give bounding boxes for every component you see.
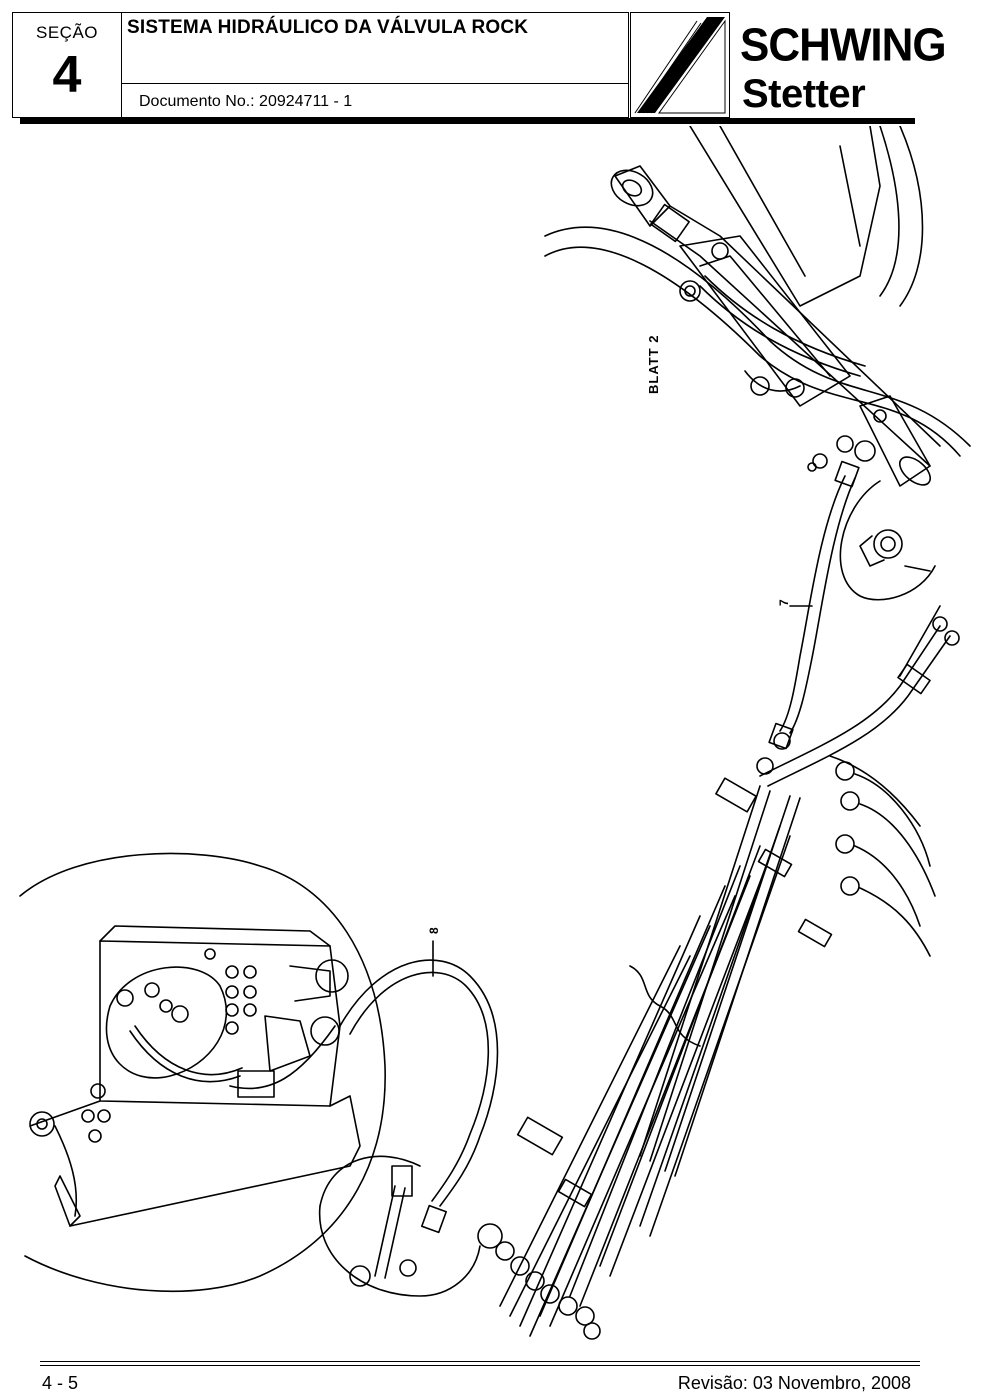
pump-block bbox=[19, 852, 386, 1293]
section-number: 4 bbox=[52, 46, 82, 104]
document-title: SISTEMA HIDRÁULICO DA VÁLVULA ROCK bbox=[127, 17, 529, 38]
hose-7 bbox=[768, 453, 860, 750]
section-cell: SEÇÃO 4 bbox=[13, 13, 122, 117]
rock-valve-cylinder bbox=[610, 126, 941, 487]
logo-stripes-icon bbox=[630, 12, 730, 118]
page-number: 4 - 5 bbox=[42, 1373, 79, 1393]
callout-7: 7 bbox=[777, 599, 791, 606]
callout-8: 8 bbox=[427, 927, 441, 934]
hydraulic-drawing: BLATT 2 7 8 bbox=[0, 126, 983, 1356]
header-thick-rule bbox=[20, 118, 915, 124]
brand-name-schwing: SCHWING bbox=[740, 19, 947, 72]
footer-rule-top bbox=[40, 1361, 920, 1362]
hose-8 bbox=[229, 940, 499, 1234]
revision-date: Revisão: 03 Novembro, 2008 bbox=[677, 1373, 911, 1393]
hose-fittings-right bbox=[829, 755, 936, 957]
tube-bundle bbox=[477, 605, 960, 1340]
footer-rule-bottom bbox=[40, 1365, 920, 1366]
header-box: SEÇÃO 4 SISTEMA HIDRÁULICO DA VÁLVULA RO… bbox=[12, 12, 629, 118]
header-divider bbox=[121, 83, 628, 84]
section-label: SEÇÃO bbox=[35, 23, 99, 42]
document-number: Documento No.: 20924711 - 1 bbox=[139, 93, 353, 110]
brand-name-stetter: Stetter bbox=[742, 72, 866, 116]
sheet-reference-label: BLATT 2 bbox=[646, 335, 661, 394]
